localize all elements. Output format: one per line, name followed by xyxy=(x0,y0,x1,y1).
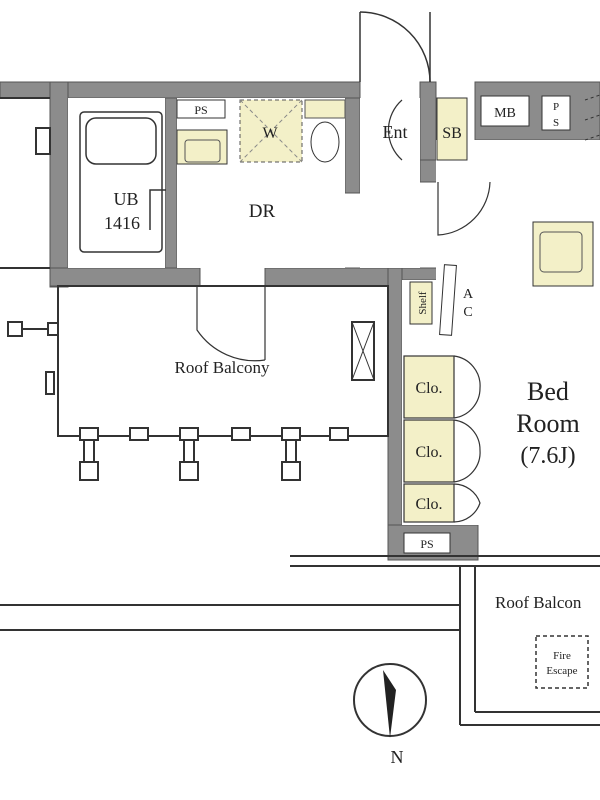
toilet-icon xyxy=(310,121,340,163)
dr-label: DR xyxy=(249,201,276,222)
floor-areas xyxy=(68,98,600,525)
sink-icon xyxy=(184,139,221,163)
unit-bath xyxy=(79,111,166,253)
roof-balcony-left-label: Roof Balcony xyxy=(175,358,270,377)
closet-label-2: Clo. xyxy=(415,444,442,461)
ps-box-right xyxy=(541,95,571,131)
ac-label-1: A xyxy=(463,287,474,302)
entrance-door xyxy=(359,11,431,83)
washer-label: W xyxy=(262,125,278,142)
toilet-tank xyxy=(304,99,346,119)
bedroom-label-2: Room xyxy=(516,409,580,438)
shoe-box xyxy=(436,97,468,161)
kitchen-sink xyxy=(532,221,594,287)
ps-box-top xyxy=(176,99,226,119)
entrance-label: Ent xyxy=(383,122,408,142)
ub-size-label: 1416 xyxy=(104,213,140,233)
ps-top-label: PS xyxy=(194,103,207,117)
roof-balcony-right-label: Roof Balcon xyxy=(495,593,582,612)
mb-box xyxy=(480,95,530,127)
ac-label-2: C xyxy=(463,305,472,320)
bedroom-size-label: (7.6J) xyxy=(520,443,575,469)
ac-unit xyxy=(439,264,457,336)
compass xyxy=(353,663,427,738)
bedroom-label-1: Bed xyxy=(527,377,569,406)
ps-bottom-label: PS xyxy=(420,537,433,551)
mb-label: MB xyxy=(494,106,516,121)
ps-right-label-2: S xyxy=(553,117,559,129)
sb-label: SB xyxy=(442,125,462,142)
closets xyxy=(403,355,481,523)
roof-balcony-right xyxy=(0,555,600,726)
fire-escape-label-1: Fire xyxy=(553,650,571,662)
ub-label: UB xyxy=(113,189,138,209)
shelf-label: Shelf xyxy=(417,291,429,315)
roof-balcony-left xyxy=(7,285,389,481)
neighbor-unit xyxy=(0,97,51,269)
ps-right-label-1: P xyxy=(553,101,559,113)
ps-box-bottom xyxy=(403,532,451,554)
closet-label-1: Clo. xyxy=(415,380,442,397)
north-label: N xyxy=(391,747,404,767)
interior-doors xyxy=(196,99,491,362)
closet-label-3: Clo. xyxy=(415,496,442,513)
fire-escape-label-2: Escape xyxy=(546,665,577,677)
shelf xyxy=(409,281,433,325)
